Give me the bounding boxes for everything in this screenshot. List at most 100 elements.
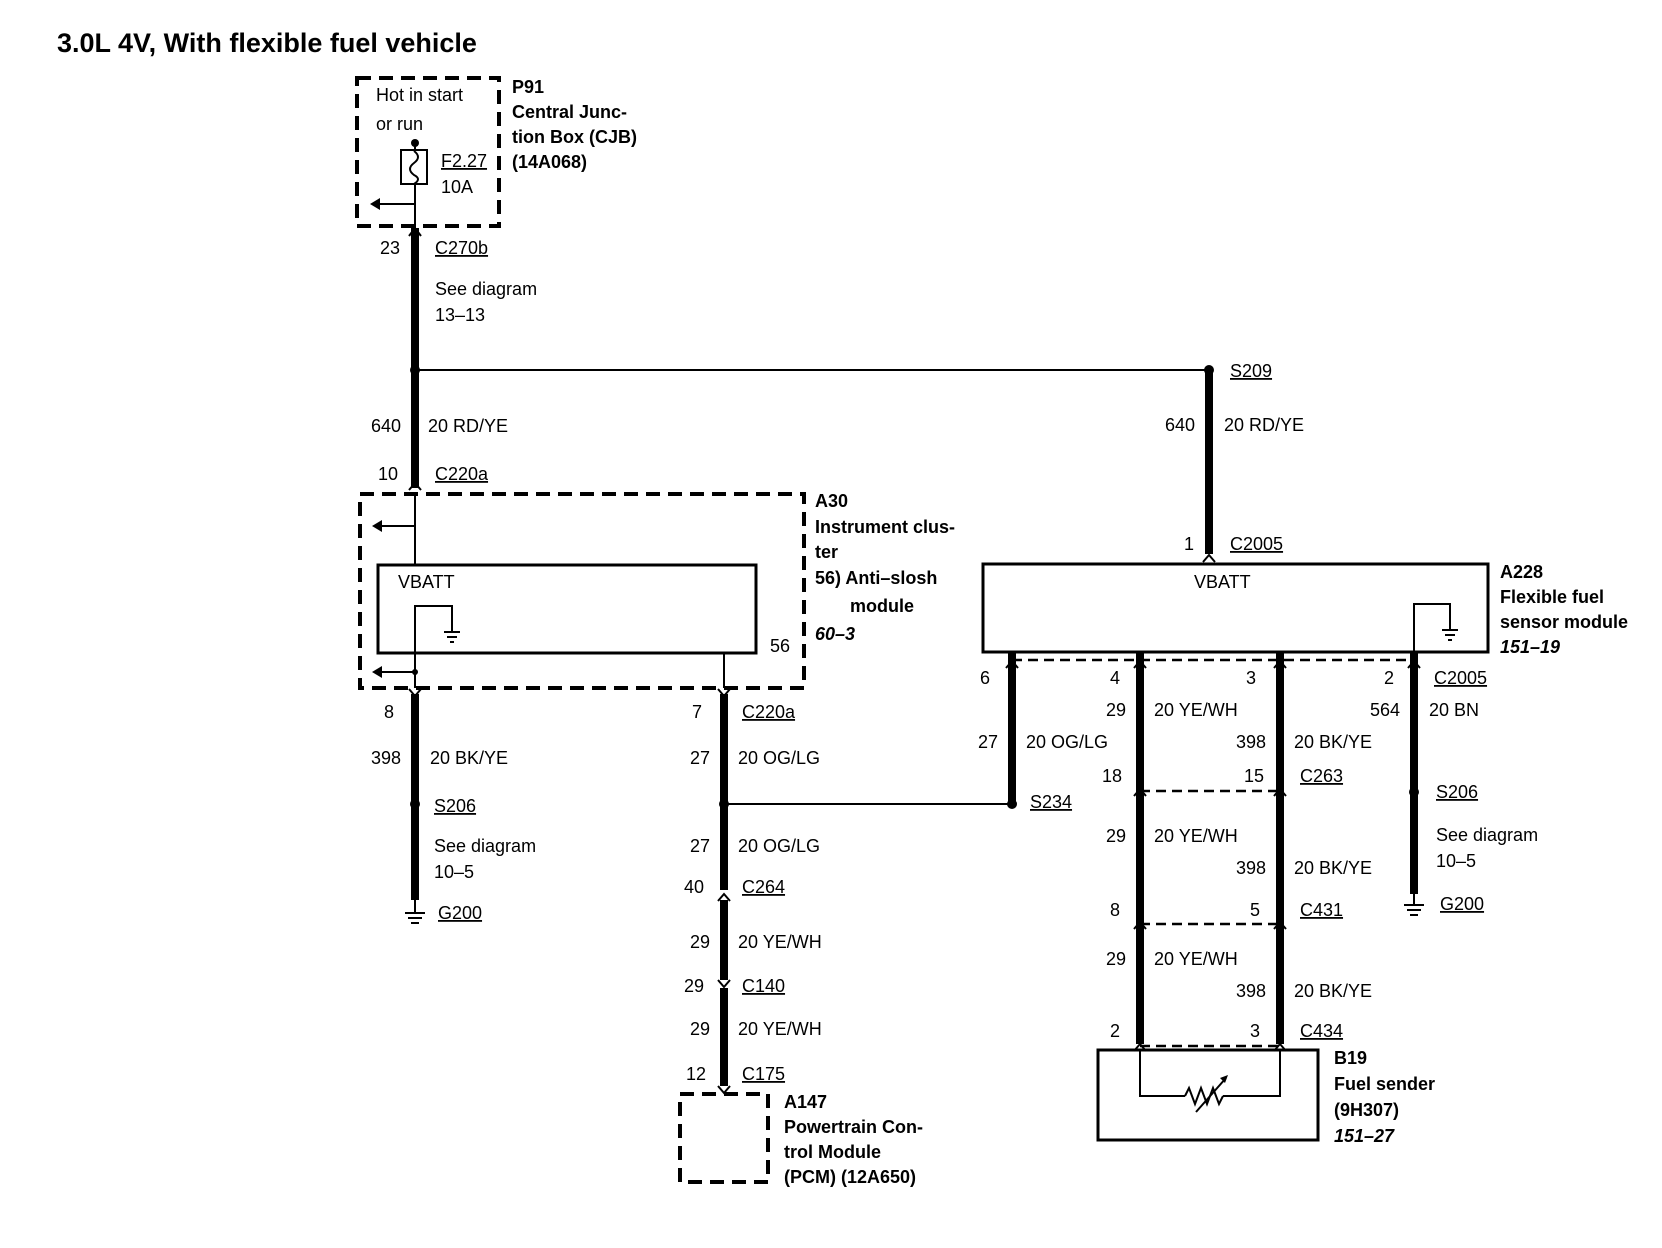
- c270b-see-l2: 13–13: [435, 305, 485, 325]
- mid-pin7: 7: [692, 702, 702, 722]
- a228-l1: Flexible fuel: [1500, 587, 1604, 607]
- s209-circuit: 640: [1165, 415, 1195, 435]
- arrow-left-icon: [372, 666, 382, 678]
- a228-ref: 151–19: [1500, 637, 1560, 657]
- mid-color2: 20 OG/LG: [738, 836, 820, 856]
- mid-yw-color: 20 YE/WH: [738, 932, 822, 952]
- a30-l4: module: [850, 596, 914, 616]
- mid-color: 20 OG/LG: [738, 748, 820, 768]
- c431-right: 5: [1250, 900, 1260, 920]
- left-see-l2: 10–5: [434, 862, 474, 882]
- arrow-left-icon: [370, 198, 380, 210]
- r-yw-color-c: 20 YE/WH: [1154, 949, 1238, 969]
- c2005-pin1: 1: [1184, 534, 1194, 554]
- mid-c220a: C220a: [742, 702, 796, 722]
- mid-yw-circuit2: 29: [690, 1019, 710, 1039]
- left-ground-circuit: 398: [371, 748, 401, 768]
- r-s206: S206: [1436, 782, 1478, 802]
- r-g200: G200: [1440, 894, 1484, 914]
- p91-part: (14A068): [512, 152, 587, 172]
- a30-l1: Instrument clus-: [815, 517, 955, 537]
- c264-pin: 40: [684, 877, 704, 897]
- a30-l3: 56) Anti–slosh: [815, 568, 937, 588]
- fuse-icon: [400, 149, 428, 185]
- c263-left: 18: [1102, 766, 1122, 786]
- fuse-rating: 10A: [441, 177, 473, 197]
- c431-label: C431: [1300, 900, 1343, 920]
- r-og-circuit: 27: [978, 732, 998, 752]
- r-pin2: 2: [1384, 668, 1394, 688]
- b19-l2: (9H307): [1334, 1100, 1399, 1120]
- left-feed-wire: 23 C270b See diagram 13–13 640 20 RD/YE …: [371, 226, 537, 491]
- left-ground-pin: 8: [384, 702, 394, 722]
- a30-ref: 60–3: [815, 624, 855, 644]
- r-see-l2: 10–5: [1436, 851, 1476, 871]
- ground-icon: [444, 631, 460, 643]
- p91-id: P91: [512, 77, 544, 97]
- a30-inner-box: [376, 563, 758, 655]
- c220a-label-top: C220a: [435, 464, 489, 484]
- p91-name-l1: Central Junc-: [512, 102, 627, 122]
- c140-pin: 29: [684, 976, 704, 996]
- a147-id: A147: [784, 1092, 827, 1112]
- a228-module: VBATT A228 Flexible fuel sensor module 1…: [981, 562, 1628, 657]
- s209-feed: S209 640 20 RD/YE 1 C2005: [1165, 361, 1304, 563]
- r-yw-color-b: 20 YE/WH: [1154, 826, 1238, 846]
- r-pin4: 4: [1110, 668, 1120, 688]
- arrow-left-icon: [372, 520, 382, 532]
- p91-hot-l2: or run: [376, 114, 423, 134]
- c434-label: C434: [1300, 1021, 1343, 1041]
- b19-ref: 151–27: [1334, 1126, 1395, 1146]
- r-bk-color-c: 20 BK/YE: [1294, 981, 1372, 1001]
- r-see-l1: See diagram: [1436, 825, 1538, 845]
- a228-id: A228: [1500, 562, 1543, 582]
- c270b-see-l1: See diagram: [435, 279, 537, 299]
- c434-right: 3: [1250, 1021, 1260, 1041]
- a228-vbatt: VBATT: [1194, 572, 1251, 592]
- r-bk-color-a: 20 BK/YE: [1294, 732, 1372, 752]
- r-bk-color-b: 20 BK/YE: [1294, 858, 1372, 878]
- c270b-pin: 23: [380, 238, 400, 258]
- left-ground-color: 20 BK/YE: [430, 748, 508, 768]
- fuse-id: F2.27: [441, 151, 487, 171]
- mid-yw-circuit: 29: [690, 932, 710, 952]
- splice-dot: [1409, 787, 1419, 797]
- mid-circuit2: 27: [690, 836, 710, 856]
- s209-color: 20 RD/YE: [1224, 415, 1304, 435]
- left-see-l1: See diagram: [434, 836, 536, 856]
- c431-left: 8: [1110, 900, 1120, 920]
- right-wires: 6 27 20 OG/LG S234 4 3 2 C2005 29 20 YE/…: [978, 652, 1538, 1052]
- r-bk-c: 398: [1236, 981, 1266, 1001]
- r-pin3: 3: [1246, 668, 1256, 688]
- s209-label: S209: [1230, 361, 1272, 381]
- ground-icon: [1404, 894, 1424, 916]
- c263-label: C263: [1300, 766, 1343, 786]
- r-yw-a: 29: [1106, 700, 1126, 720]
- r-yw-c: 29: [1106, 949, 1126, 969]
- c434-left: 2: [1110, 1021, 1120, 1041]
- r-bn-color: 20 BN: [1429, 700, 1479, 720]
- a228-l2: sensor module: [1500, 612, 1628, 632]
- c220a-pin10: 10: [378, 464, 398, 484]
- r-og-color: 20 OG/LG: [1026, 732, 1108, 752]
- r-yw-color-a: 20 YE/WH: [1154, 700, 1238, 720]
- r-yw-b: 29: [1106, 826, 1126, 846]
- a147-l2: trol Module: [784, 1142, 881, 1162]
- c140-label: C140: [742, 976, 785, 996]
- a147-pcm: A147 Powertrain Con- trol Module (PCM) (…: [678, 1092, 923, 1187]
- variable-resistor-icon: [1184, 1085, 1224, 1107]
- r-bk-a: 398: [1236, 732, 1266, 752]
- r-pin6: 6: [980, 668, 990, 688]
- left-ground-wire: 8 398 20 BK/YE S206 See diagram 10–5 G20…: [371, 688, 536, 924]
- p91-name-l2: tion Box (CJB): [512, 127, 637, 147]
- ground-icon: [1442, 629, 1458, 641]
- a30-instrument-cluster: VBATT 56 A30 Instrument clus- ter 56) An…: [358, 491, 955, 690]
- left-feed-color: 20 RD/YE: [428, 416, 508, 436]
- mid-circuit: 27: [690, 748, 710, 768]
- splice-dot: [410, 799, 420, 809]
- a30-id: A30: [815, 491, 848, 511]
- b19-fuel-sender: B19 Fuel sender (9H307) 151–27: [1096, 1048, 1435, 1146]
- b19-id: B19: [1334, 1048, 1367, 1068]
- left-g200: G200: [438, 903, 482, 923]
- left-feed-circuit: 640: [371, 416, 401, 436]
